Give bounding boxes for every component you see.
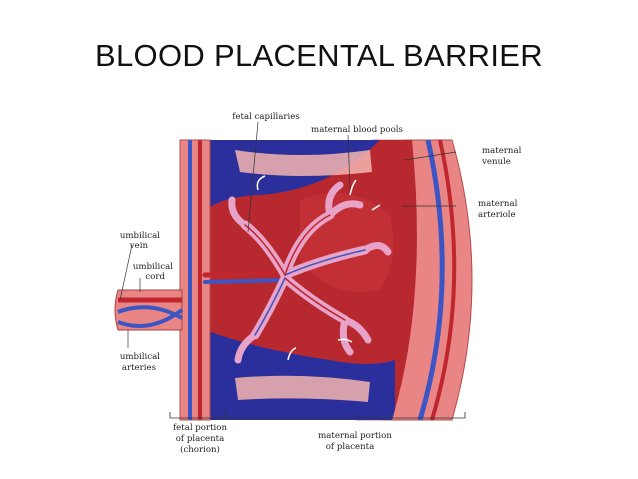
leader-lines <box>119 121 457 348</box>
maternal-portion-brace <box>224 412 466 419</box>
label-umbilical-cord-2: cord <box>145 272 165 282</box>
label-umbilical-arteries-2: arteries <box>122 363 156 373</box>
villous-tree <box>202 181 392 364</box>
tissue-septum-top <box>235 150 372 176</box>
maternal-vein-wall <box>417 139 445 421</box>
label-maternal-arteriole-2: arteriole <box>478 210 516 220</box>
label-umbilical-vein-2: vein <box>129 241 149 251</box>
label-umbilical-vein-1: umbilical <box>120 231 160 241</box>
tissue-septum-bottom <box>235 375 370 402</box>
maternal-artery-wall <box>430 139 457 421</box>
label-umbilical-cord-1: umbilical <box>133 262 173 272</box>
slide-title: BLOOD PLACENTAL BARRIER <box>95 38 543 73</box>
label-umbilical-arteries-1: umbilical <box>120 352 160 362</box>
label-fetal-capillaries: fetal capillaries <box>232 112 299 122</box>
label-maternal-blood-pools: maternal blood pools <box>311 125 403 135</box>
blood-flow-arrows <box>256 175 381 361</box>
label-maternal-portion-2: of placenta <box>326 442 374 452</box>
label-fetal-portion-1: fetal portion <box>173 423 227 433</box>
label-fetal-portion-2: of placenta <box>176 434 224 444</box>
label-fetal-portion-3: (chorion) <box>180 444 220 455</box>
umbilical-artery-b <box>117 308 184 328</box>
label-maternal-venule-1: maternal <box>482 146 522 156</box>
label-maternal-arteriole-1: maternal <box>478 199 518 209</box>
label-maternal-portion-1: maternal portion <box>318 431 392 441</box>
label-maternal-venule-2: venule <box>481 157 511 167</box>
